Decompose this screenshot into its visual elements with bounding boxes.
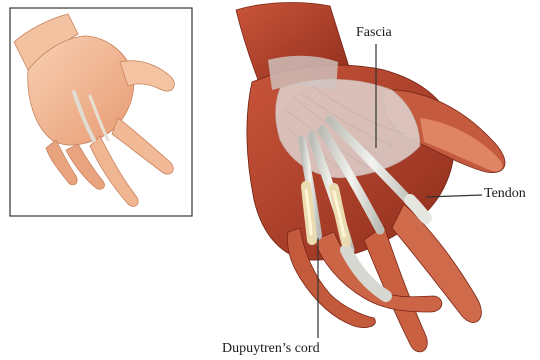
- main-hand: [236, 3, 505, 352]
- tendon-label: Tendon: [484, 186, 526, 202]
- wrist-tendon-band: [268, 56, 338, 90]
- inset-panel: [10, 8, 192, 216]
- dupuytren-cord-label: Dupuytren’s cord: [222, 341, 320, 357]
- fascia-label: Fascia: [356, 25, 392, 41]
